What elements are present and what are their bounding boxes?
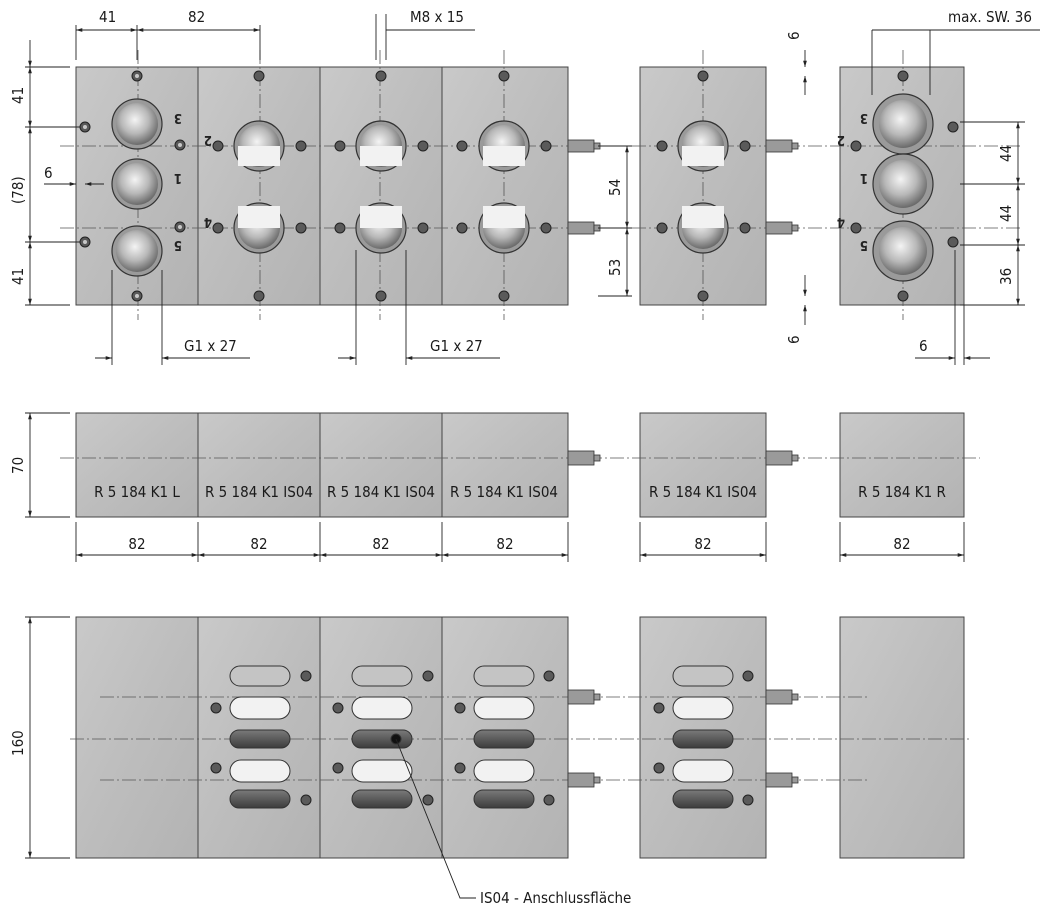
dim-41-left-top: 41	[9, 87, 27, 104]
block-5-ports	[656, 70, 751, 302]
dim-6-bot: 6	[785, 335, 803, 344]
block-6-ports: 3 1 5 2 4	[837, 70, 959, 302]
dim-g1-right: G1 x 27	[430, 337, 483, 355]
top-view: 3 1 5 2 4	[9, 8, 1040, 365]
width-82-4: 82	[496, 535, 513, 553]
side-view: R 5 184 K1 L R 5 184 K1 IS04 R 5 184 K1 …	[9, 412, 980, 562]
block-3-ports	[334, 70, 429, 302]
slots-block-3	[332, 665, 434, 809]
callout-leader	[395, 738, 476, 899]
port-label-3b: 3	[860, 110, 868, 125]
bottom-view: 160 IS04 - Anschlussfläche	[9, 616, 970, 907]
dim-6-right: 6	[919, 337, 928, 355]
dim-41-left-bot: 41	[9, 268, 27, 285]
dim-78: (78)	[9, 176, 27, 204]
port-label-4b: 4	[837, 214, 845, 229]
side-label-5: R 5 184 K1 IS04	[649, 483, 757, 501]
slots-block-5	[653, 665, 754, 809]
width-82-3: 82	[372, 535, 389, 553]
port-label-4a: 4	[204, 214, 212, 229]
port-label-5b: 5	[860, 237, 868, 252]
dim-82-top: 82	[188, 8, 205, 26]
width-82-5: 82	[694, 535, 711, 553]
dim-6-left: 6	[44, 164, 53, 182]
dim-44-a: 44	[997, 145, 1015, 162]
block-4-ports	[456, 70, 552, 302]
block-2-ports	[212, 70, 307, 302]
port-label-2b: 2	[837, 132, 845, 147]
dim-44-b: 44	[997, 205, 1015, 222]
side-label-4: R 5 184 K1 IS04	[450, 483, 558, 501]
width-82-6: 82	[893, 535, 910, 553]
port-label-2a: 2	[204, 132, 212, 147]
port-label-5: 5	[174, 237, 182, 252]
port-label-1b: 1	[860, 170, 868, 185]
port-label-1: 1	[174, 170, 182, 185]
dim-54: 54	[606, 179, 624, 196]
dim-70: 70	[9, 457, 27, 474]
width-82-2: 82	[250, 535, 267, 553]
dim-53: 53	[606, 259, 624, 276]
side-label-6: R 5 184 K1 R	[858, 483, 946, 501]
top-block-3	[319, 66, 443, 306]
dim-thread: M8 x 15	[410, 8, 464, 26]
side-label-3: R 5 184 K1 IS04	[327, 483, 435, 501]
port-label-3: 3	[174, 110, 182, 125]
callout-text: IS04 - Anschlussfläche	[480, 889, 631, 907]
dim-g1-left: G1 x 27	[184, 337, 237, 355]
side-width-dims: 82 82 82 82 82 82	[75, 522, 965, 562]
side-label-1: R 5 184 K1 L	[94, 483, 180, 501]
dim-36: 36	[997, 268, 1015, 285]
top-connectors	[567, 139, 799, 235]
top-block-2	[197, 66, 321, 306]
width-82-1: 82	[128, 535, 145, 553]
dim-sw: max. SW. 36	[948, 8, 1032, 26]
top-block-4	[441, 66, 569, 306]
dim-160: 160	[9, 730, 27, 756]
slots-block-4	[454, 665, 555, 809]
dim-41-top: 41	[99, 8, 116, 26]
side-label-2: R 5 184 K1 IS04	[205, 483, 313, 501]
dim-6-top: 6	[785, 31, 803, 40]
slots-block-2	[210, 665, 312, 809]
